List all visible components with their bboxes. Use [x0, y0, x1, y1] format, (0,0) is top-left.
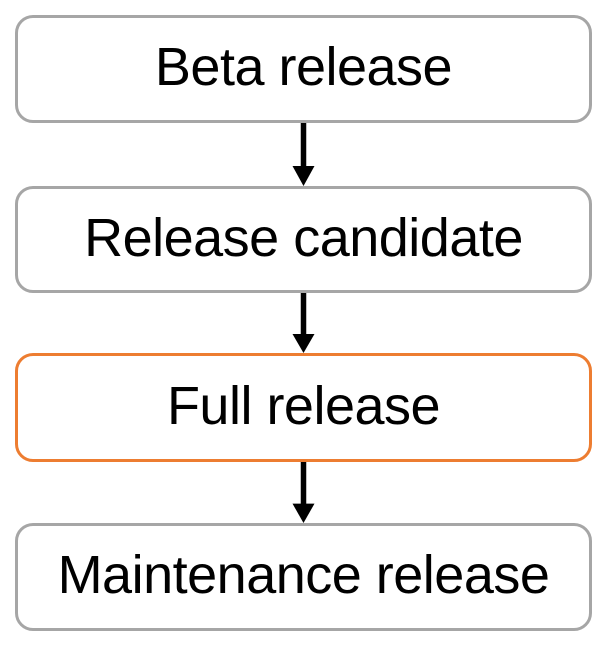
- flow-node-full-release: Full release: [15, 353, 592, 462]
- arrow-down-icon: [292, 123, 315, 186]
- node-label-maintenance-release: Maintenance release: [57, 545, 550, 605]
- arrow-down-icon: [292, 293, 315, 353]
- arrow-down-icon: [292, 462, 315, 523]
- flow-node-beta-release: Beta release: [15, 15, 592, 123]
- flow-node-release-candidate: Release candidate: [15, 186, 592, 293]
- node-label-full-release: Full release: [166, 375, 441, 436]
- flow-node-maintenance-release: Maintenance release: [15, 523, 592, 631]
- node-label-beta-release: Beta release: [154, 37, 453, 97]
- node-label-release-candidate: Release candidate: [84, 207, 523, 268]
